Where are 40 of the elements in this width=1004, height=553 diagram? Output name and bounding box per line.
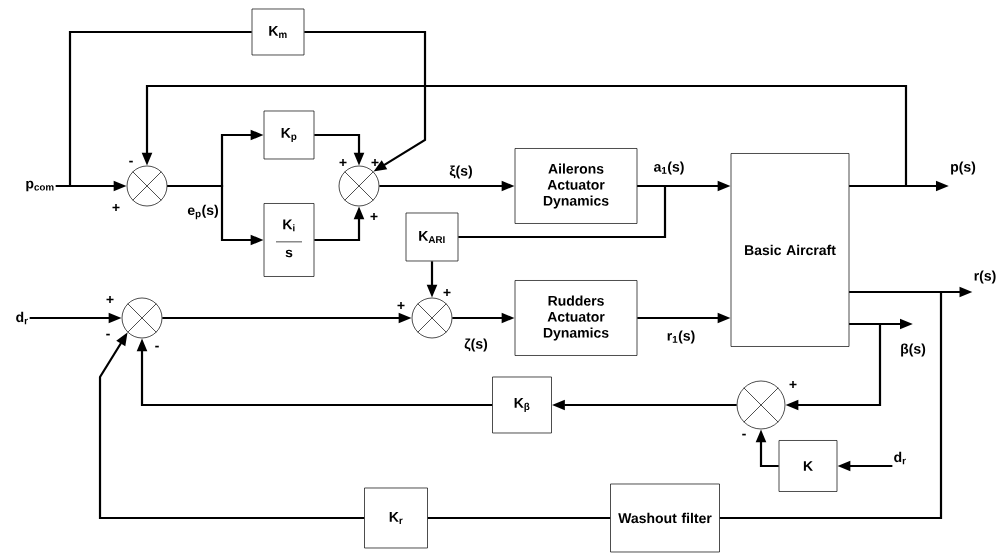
sign-label: + bbox=[443, 288, 451, 296]
signal-label: r(s) bbox=[974, 270, 996, 284]
sign-label: - bbox=[742, 433, 746, 436]
signal-label: p$_{com}$ bbox=[26, 180, 54, 192]
block-box: K$_{ARI}$ bbox=[405, 212, 459, 262]
block-box: K$_{r}$ bbox=[364, 487, 428, 549]
block-box: K$_{p}$ bbox=[263, 110, 315, 160]
summing-junction bbox=[121, 297, 163, 339]
sign-label: + bbox=[106, 295, 114, 303]
block-box: Rudders Actuator Dynamics bbox=[514, 280, 638, 356]
summing-junction bbox=[411, 297, 453, 339]
sign-label: - bbox=[155, 345, 159, 348]
signal-label: d$_{r}$ bbox=[894, 451, 906, 465]
edge-label: r$_{1}$(s) bbox=[665, 329, 697, 345]
summing-junction bbox=[126, 165, 168, 207]
sign-label: + bbox=[789, 380, 797, 388]
block-box: K$_{i}$ s bbox=[263, 203, 315, 277]
sign-label: + bbox=[112, 203, 120, 211]
arrow bbox=[304, 30, 427, 172]
summing-junction bbox=[338, 165, 380, 207]
sign-label: - bbox=[106, 333, 110, 336]
block-box: Ailerons Actuator Dynamics bbox=[514, 148, 638, 224]
sign-label: + bbox=[370, 212, 378, 220]
sign-label: + bbox=[371, 158, 379, 166]
block-box: K$_{m}$ bbox=[251, 8, 305, 56]
edge-label: e$_{p}$(s) bbox=[186, 203, 220, 221]
signal-label: β(s) bbox=[901, 343, 926, 357]
edge-label: ξ(s) bbox=[448, 164, 474, 180]
signal-label: d$_{r}$ bbox=[16, 311, 28, 325]
block-box: Basic Aircraft bbox=[730, 153, 850, 347]
block-box: Washout filter bbox=[610, 483, 720, 553]
sign-label: + bbox=[339, 158, 347, 166]
summing-junction bbox=[736, 380, 786, 430]
edge-label: a$_{1}$(s) bbox=[652, 160, 686, 176]
signal-label: p(s) bbox=[951, 161, 976, 175]
block-box: K bbox=[778, 440, 838, 492]
block-box: K$_{β}$ bbox=[492, 376, 552, 434]
edge-label: ζ(s) bbox=[463, 337, 489, 353]
sign-label: + bbox=[397, 301, 405, 309]
sign-label: - bbox=[129, 160, 133, 163]
